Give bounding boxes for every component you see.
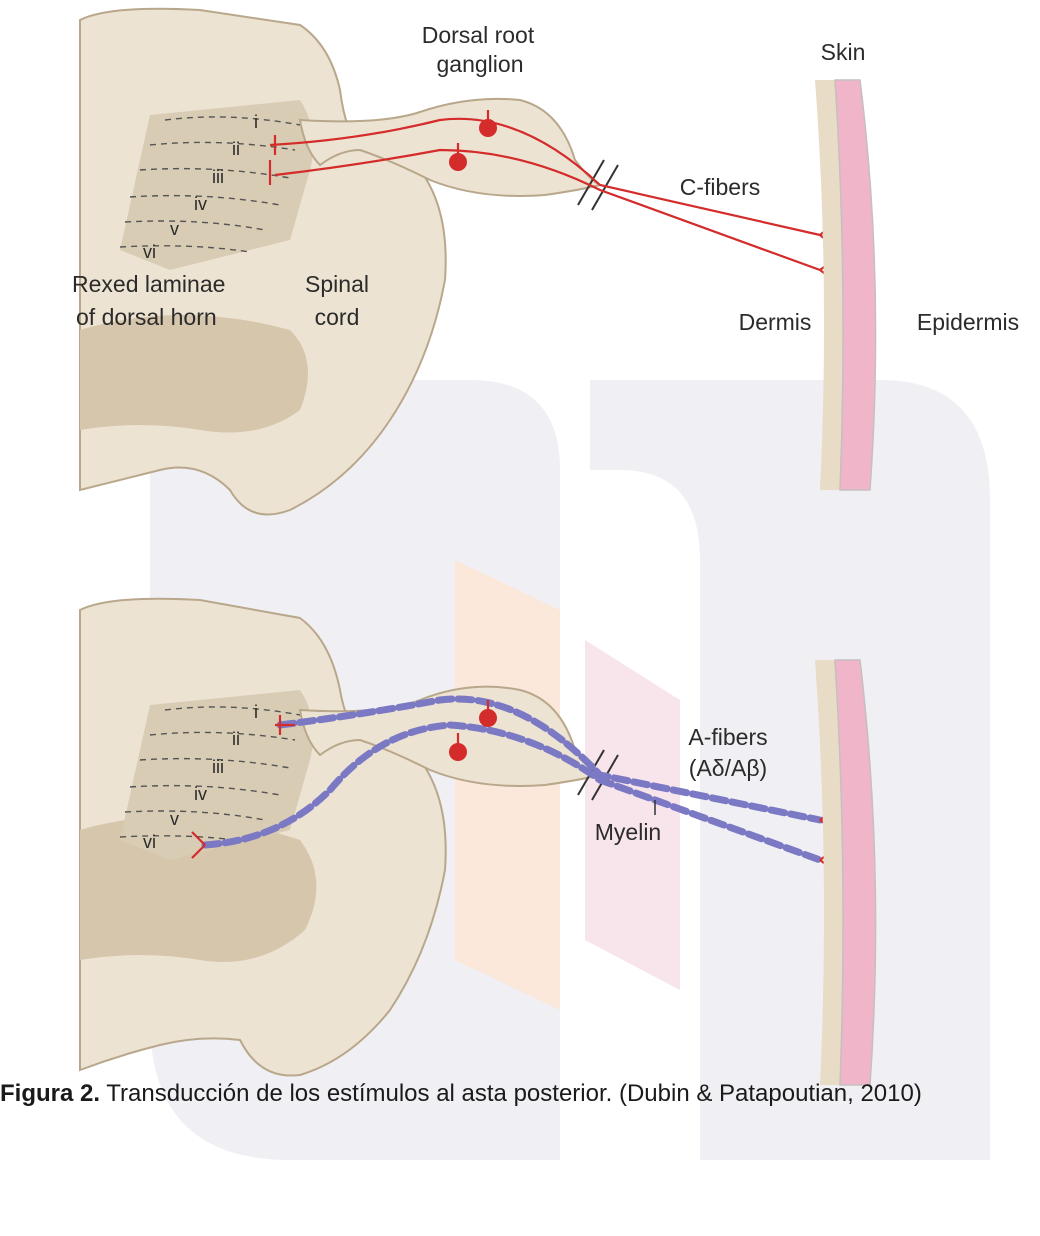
epidermis-label: Epidermis: [917, 309, 1019, 335]
watermark-pink-stripe: [585, 640, 680, 990]
lamina-vi: vi: [143, 242, 156, 262]
lamina-v: v: [170, 219, 179, 239]
drg-neuron-body: [479, 709, 497, 727]
skin-label: Skin: [821, 39, 866, 65]
lamina-ii: ii: [232, 729, 240, 749]
drg-neuron-body: [449, 743, 467, 761]
lamina-ii: ii: [232, 139, 240, 159]
a-fibers-label-line2: (Aδ/Aβ): [689, 755, 767, 781]
grey-matter-shape: [80, 315, 308, 433]
caption-text: Transducción de los estímulos al asta po…: [100, 1080, 922, 1107]
rexed-label-line1: Rexed laminae: [72, 271, 225, 297]
a-fibers-label-line1: A-fibers: [688, 724, 767, 750]
lamina-iii: iii: [212, 167, 224, 187]
drg-label-line2: ganglion: [437, 51, 524, 77]
lamina-v: v: [170, 809, 179, 829]
drg-neuron-body: [479, 119, 497, 137]
drg-neuron-body: [449, 153, 467, 171]
lamina-iii: iii: [212, 757, 224, 777]
caption-label: Figura 2.: [0, 1080, 100, 1107]
cord-label-line1: Spinal: [305, 271, 369, 297]
lamina-iv: iv: [194, 194, 207, 214]
lamina-i: i: [254, 112, 258, 132]
lamina-iv: iv: [194, 784, 207, 804]
lamina-vi: vi: [143, 832, 156, 852]
myelin-label: Myelin: [595, 819, 661, 845]
dermis-label: Dermis: [739, 309, 812, 335]
figure-caption: Figura 2. Transducción de los estímulos …: [0, 1080, 1040, 1108]
drg-label-line1: Dorsal root: [422, 22, 535, 48]
rexed-label-line2: of dorsal horn: [76, 304, 217, 330]
cord-label-line2: cord: [315, 304, 360, 330]
lamina-i: i: [254, 702, 258, 722]
c-fibers-label: C-fibers: [680, 174, 761, 200]
